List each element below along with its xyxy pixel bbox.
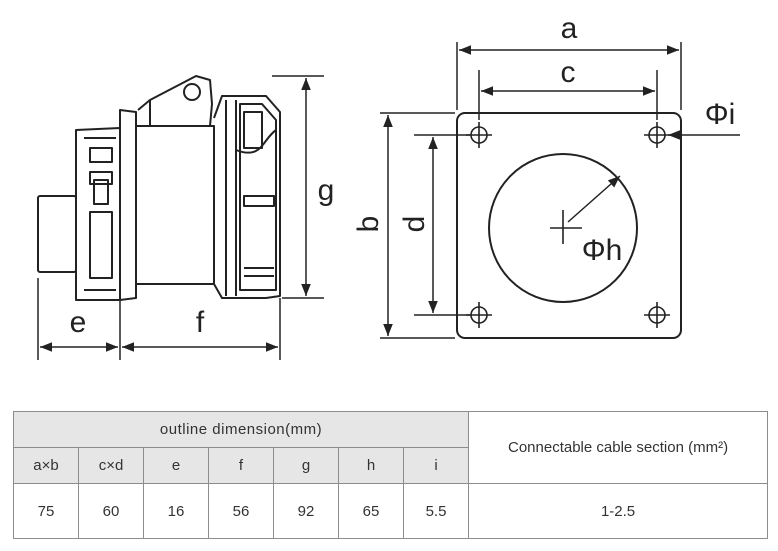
mounting-hole-bottom-left xyxy=(466,302,492,328)
label-c: c xyxy=(561,56,576,89)
label-f: f xyxy=(196,306,205,339)
column-header: c×d xyxy=(78,447,144,484)
label-e: e xyxy=(70,306,87,339)
dimension-g xyxy=(272,75,324,299)
diameter-h-arrow xyxy=(567,175,621,223)
table-cell: 60 xyxy=(78,483,144,539)
technical-drawing: e f g Φh xyxy=(37,12,740,360)
front-view xyxy=(456,112,682,339)
socket-opening-circle xyxy=(488,153,638,303)
label-phi-i: Φi xyxy=(705,98,736,131)
cable-section-value: 1-2.5 xyxy=(468,483,769,539)
label-d: d xyxy=(398,216,431,233)
label-g: g xyxy=(318,174,335,207)
table-cell: 16 xyxy=(143,483,209,539)
table-cell: 5.5 xyxy=(402,483,470,539)
side-view xyxy=(37,75,281,301)
dimension-c xyxy=(478,70,658,120)
label-b: b xyxy=(352,216,385,233)
table-cell: 92 xyxy=(273,483,339,539)
dimension-a xyxy=(456,42,682,110)
dimension-e-f xyxy=(37,278,281,360)
mounting-hole-top-right xyxy=(644,122,670,148)
label-a: a xyxy=(561,12,578,45)
column-header: f xyxy=(208,447,274,484)
dimension-b xyxy=(380,112,455,339)
column-header: g xyxy=(273,447,339,484)
outline-dimension-header: outline dimension(mm) xyxy=(12,411,470,448)
mounting-holes xyxy=(466,122,670,328)
table-cell: 56 xyxy=(208,483,274,539)
cable-section-header: Connectable cable section (mm²) xyxy=(468,411,769,484)
column-header: a×b xyxy=(13,447,79,484)
column-header: i xyxy=(402,447,470,484)
column-header: e xyxy=(143,447,209,484)
table-cell: 75 xyxy=(13,483,79,539)
dimension-d xyxy=(414,134,470,316)
label-phi-h: Φh xyxy=(582,234,623,267)
mounting-hole-bottom-right xyxy=(644,302,670,328)
table-cell: 65 xyxy=(338,483,404,539)
column-header: h xyxy=(338,447,404,484)
dimension-table: outline dimension(mm) Connectable cable … xyxy=(12,411,769,539)
mounting-hole-top-left xyxy=(466,122,492,148)
